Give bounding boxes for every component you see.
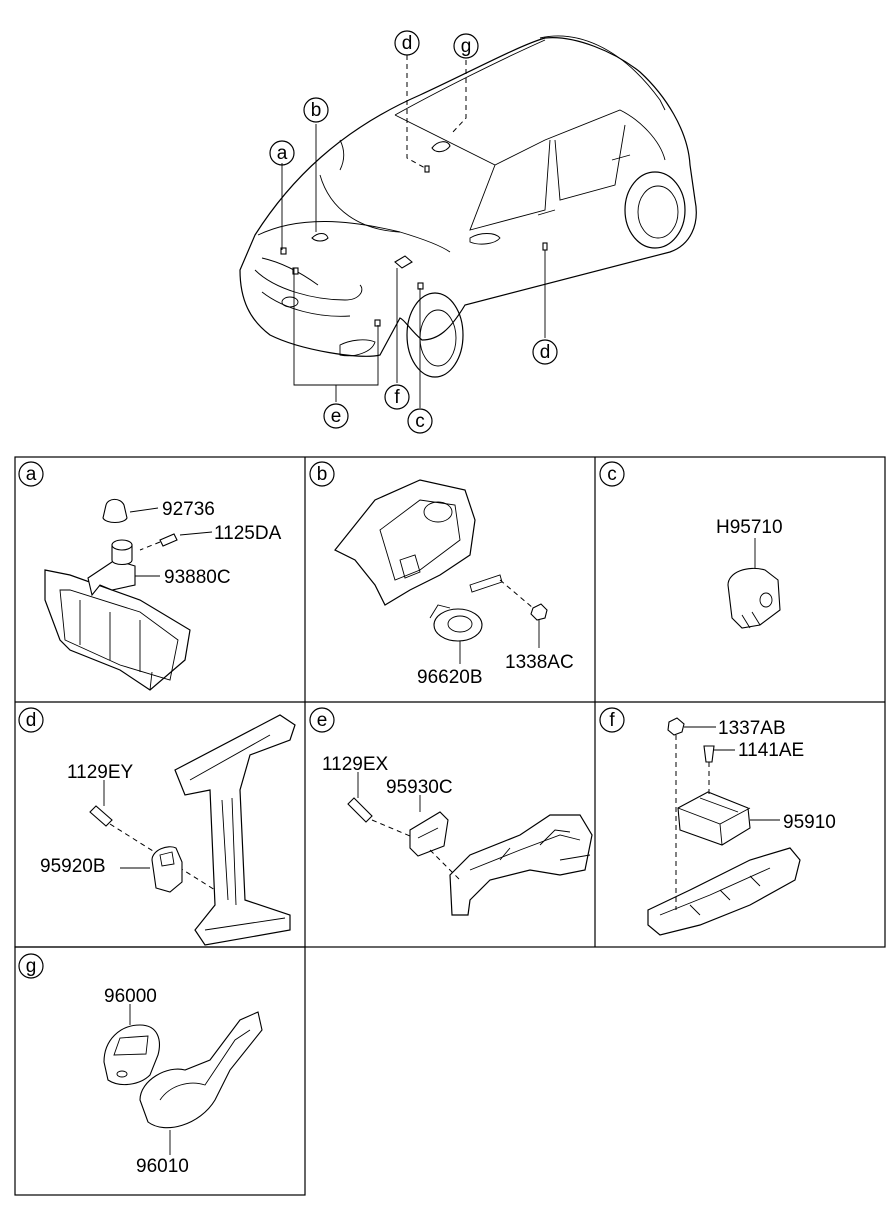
callout-d-side-overview: d <box>532 339 558 365</box>
car-overview: a b d g d f e c <box>239 30 697 434</box>
callout-g-overview: g <box>453 33 479 59</box>
svg-text:d: d <box>540 342 551 363</box>
panel-b: b 96620B 1338AC <box>309 461 574 688</box>
sensor-marker-d-top <box>424 165 430 173</box>
callout-a-overview: a <box>269 140 295 166</box>
part-label-96010: 96010 <box>136 1156 189 1177</box>
panel-a: a 92736 1125DA 93880C <box>18 461 282 691</box>
svg-text:c: c <box>607 464 617 485</box>
svg-text:e: e <box>317 710 328 731</box>
sensor-marker-e2 <box>374 319 381 327</box>
sensor-marker-c <box>417 282 424 290</box>
sensor-h95710 <box>727 567 781 629</box>
part-label-95920b: 95920B <box>40 856 106 877</box>
sensor-marker-e1 <box>292 267 299 275</box>
svg-text:e: e <box>331 406 342 427</box>
callout-f-overview: f <box>384 384 410 410</box>
part-label-1337ab: 1337AB <box>718 718 786 739</box>
part-label-h95710: H95710 <box>716 517 783 538</box>
svg-text:g: g <box>461 36 472 57</box>
bolt-1125da <box>159 533 178 547</box>
horn-96620b <box>433 608 483 642</box>
horn-marker <box>311 232 329 242</box>
panel-f: f 1337AB 1141AE 95910 <box>599 707 836 936</box>
svg-text:d: d <box>402 33 413 54</box>
part-label-1125da: 1125DA <box>214 523 282 544</box>
sensor-marker-a <box>280 247 287 255</box>
key-marker <box>431 141 451 153</box>
bolt-1141ae <box>703 745 715 763</box>
part-label-96620b: 96620B <box>417 667 483 688</box>
svg-text:g: g <box>26 956 37 977</box>
callout-c-overview: c <box>407 408 433 434</box>
part-label-92736: 92736 <box>162 499 215 520</box>
callout-e-overview: e <box>323 403 349 429</box>
svg-text:a: a <box>26 464 37 485</box>
panel-g: g 96000 96010 <box>18 953 263 1177</box>
cap-92736 <box>102 498 128 524</box>
svg-text:a: a <box>277 143 288 164</box>
part-label-1338ac: 1338AC <box>505 652 574 673</box>
sensor-95930c <box>409 811 449 857</box>
part-label-1129ex: 1129EX <box>322 754 389 775</box>
svg-text:b: b <box>311 100 322 121</box>
callout-d-top-overview: d <box>394 30 420 56</box>
part-label-1129ey: 1129EY <box>67 762 134 783</box>
panel-c: c H95710 <box>599 461 783 629</box>
part-label-93880c: 93880C <box>164 567 231 588</box>
bolt-1129ex <box>347 797 373 823</box>
acu-95910 <box>677 791 751 846</box>
nut-1338ac <box>530 603 548 621</box>
sensor-95920b <box>151 846 183 893</box>
part-label-95930c: 95930C <box>386 777 453 798</box>
bolt-1129ey <box>89 805 113 827</box>
svg-text:c: c <box>415 411 425 432</box>
part-label-1141ae: 1141AE <box>738 740 804 761</box>
svg-text:d: d <box>26 710 37 731</box>
sensor-marker-d <box>542 242 548 251</box>
part-label-95910: 95910 <box>783 812 836 833</box>
bracket-93880c <box>87 559 136 597</box>
svg-text:b: b <box>317 464 328 485</box>
svg-text:f: f <box>394 387 400 408</box>
panel-d: d 1129EY 95920B <box>18 707 296 946</box>
panel-e: e 1129EX 95930C <box>309 707 593 916</box>
key-holder-96010 <box>139 1011 263 1129</box>
callout-b-overview: b <box>303 97 329 123</box>
svg-text:f: f <box>609 710 615 731</box>
part-label-96000: 96000 <box>104 986 157 1007</box>
panel-grid <box>14 456 886 1196</box>
nut-1337ab <box>667 717 685 736</box>
airbag-module-marker <box>394 255 413 269</box>
